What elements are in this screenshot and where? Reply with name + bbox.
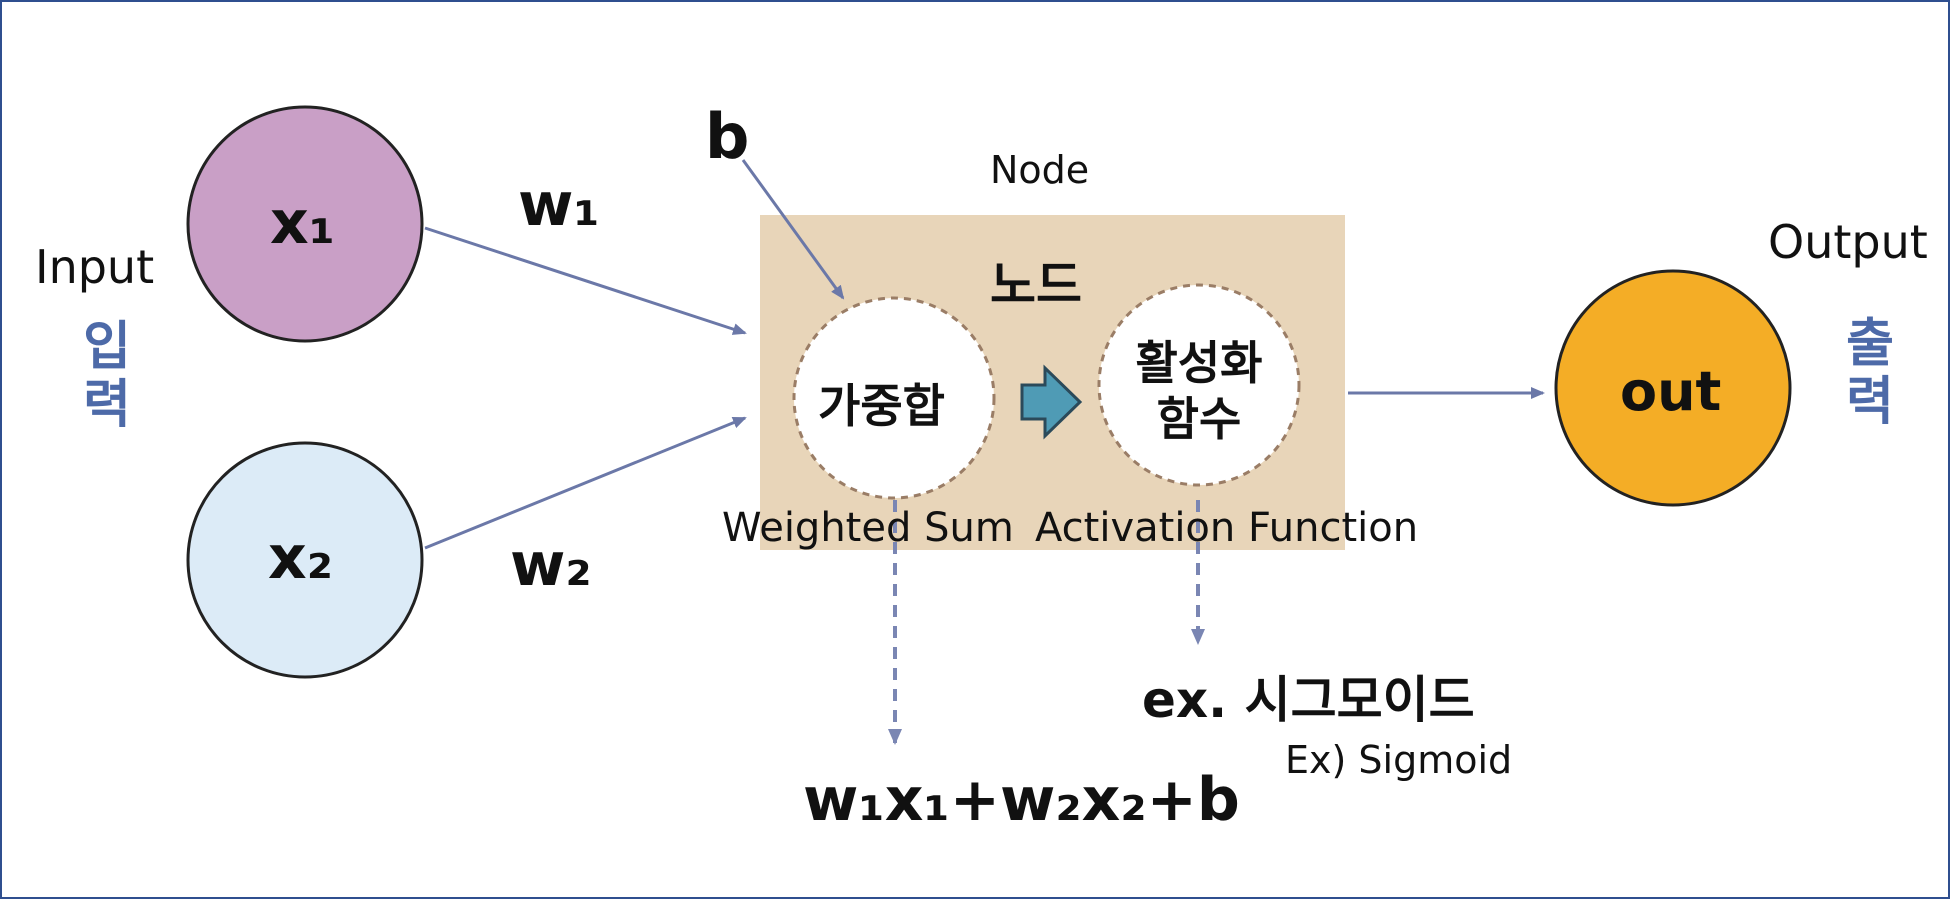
output-korean-label: 출력 — [1846, 314, 1894, 432]
weighted-sum-circle — [792, 296, 996, 500]
weighted-sum-formula: w₁x₁+w₂x₂+b — [803, 765, 1240, 835]
weighted-sum-korean-label: 가중합 — [818, 379, 945, 433]
w2-arrow — [424, 416, 747, 550]
node-korean-label: 노드 — [990, 256, 1082, 314]
weight-w1-label: w₁ — [518, 170, 600, 240]
activation-korean-label: 활성화 함수 — [1135, 336, 1263, 446]
activation-english-label: Activation Function — [1035, 505, 1419, 551]
activation-function-circle — [1097, 283, 1301, 487]
input-x1-circle — [186, 105, 424, 343]
activation-example-english: Ex) Sigmoid — [1285, 738, 1513, 782]
bias-arrow — [741, 159, 845, 300]
node-english-label: Node — [990, 148, 1090, 192]
activation-example-korean: ex. 시그모이드 — [1142, 671, 1475, 729]
input-english-label: Input — [35, 240, 155, 294]
bias-label: b — [705, 100, 750, 173]
input-x1-label: x₁ — [270, 188, 335, 258]
inner-flow-arrow — [1020, 364, 1083, 440]
output-circle — [1554, 269, 1792, 507]
output-english-label: Output — [1768, 215, 1928, 269]
weighted-sum-english-label: Weighted Sum — [722, 505, 1014, 551]
input-x2-label: x₂ — [268, 523, 333, 593]
input-korean-label: 입력 — [83, 317, 131, 435]
weight-w2-label: w₂ — [510, 530, 592, 600]
w1-arrow — [424, 226, 747, 335]
input-x2-circle — [186, 441, 424, 679]
output-value-label: out — [1620, 360, 1722, 423]
